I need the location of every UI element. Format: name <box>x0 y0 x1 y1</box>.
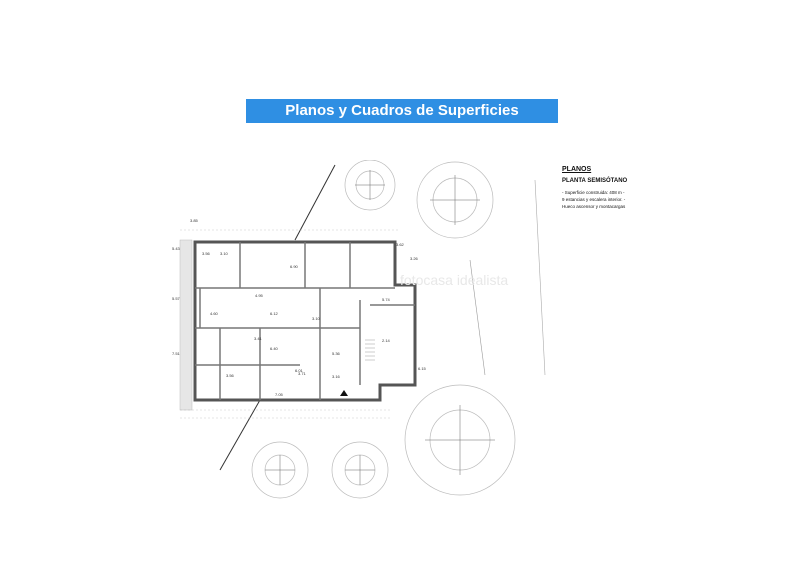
dimension-label: 6.12 <box>270 311 279 316</box>
dimension-label: 3.26 <box>410 256 419 261</box>
dimension-label: 3.10 <box>312 316 321 321</box>
legend-heading: PLANOS <box>562 166 592 173</box>
dimension-label: 2.14 <box>382 338 391 343</box>
dimension-label: 4.95 <box>255 293 264 298</box>
tree-icon <box>251 160 516 499</box>
dimension-label: 3.41 <box>254 336 263 341</box>
legend-panel: PLANOS PLANTA SEMISÓTANO - Superficie co… <box>562 166 662 210</box>
legend-line: - Superficie construida: 408 m - <box>562 190 625 195</box>
dimension-label: 6.15 <box>418 366 427 371</box>
floor-plan: fotocasa idealista 3.85 5.43 5.57 7.51 3… <box>172 160 546 499</box>
dimension-label: 5.74 <box>382 297 391 302</box>
legend-subheading: PLANTA SEMISÓTANO <box>562 178 628 184</box>
dimension-label: 3.85 <box>190 218 199 223</box>
dimension-label: 3.16 <box>332 374 341 379</box>
legend-line: 9 estancias y escalera interior. - <box>562 197 626 202</box>
dimension-label: 3.56 <box>226 373 235 378</box>
dimension-label: 3.71 <box>298 371 307 376</box>
dimension-label: 5.57 <box>172 296 181 301</box>
dimension-label: 5.36 <box>332 351 341 356</box>
dimension-label: 7.51 <box>172 351 181 356</box>
page-title: Planos y Cuadros de Superficies <box>246 99 558 123</box>
dimension-label: 7.05 <box>275 392 284 397</box>
dimension-label: 6.90 <box>290 264 299 269</box>
dimension-label: 6.40 <box>270 346 279 351</box>
dimension-label: 6.01 <box>295 368 304 373</box>
dimension-label: 3.56 <box>202 251 211 256</box>
legend-line: Hueco ascensor y montacargas <box>562 204 626 209</box>
watermark: fotocasa idealista <box>400 272 508 288</box>
dimension-label: 3.10 <box>220 251 229 256</box>
dimension-label: 4.60 <box>210 311 219 316</box>
legend-description: - Superficie construida: 408 m - 9 estan… <box>562 189 662 210</box>
dimension-label: 3.62 <box>396 242 405 247</box>
dimension-label: 5.43 <box>172 246 181 251</box>
